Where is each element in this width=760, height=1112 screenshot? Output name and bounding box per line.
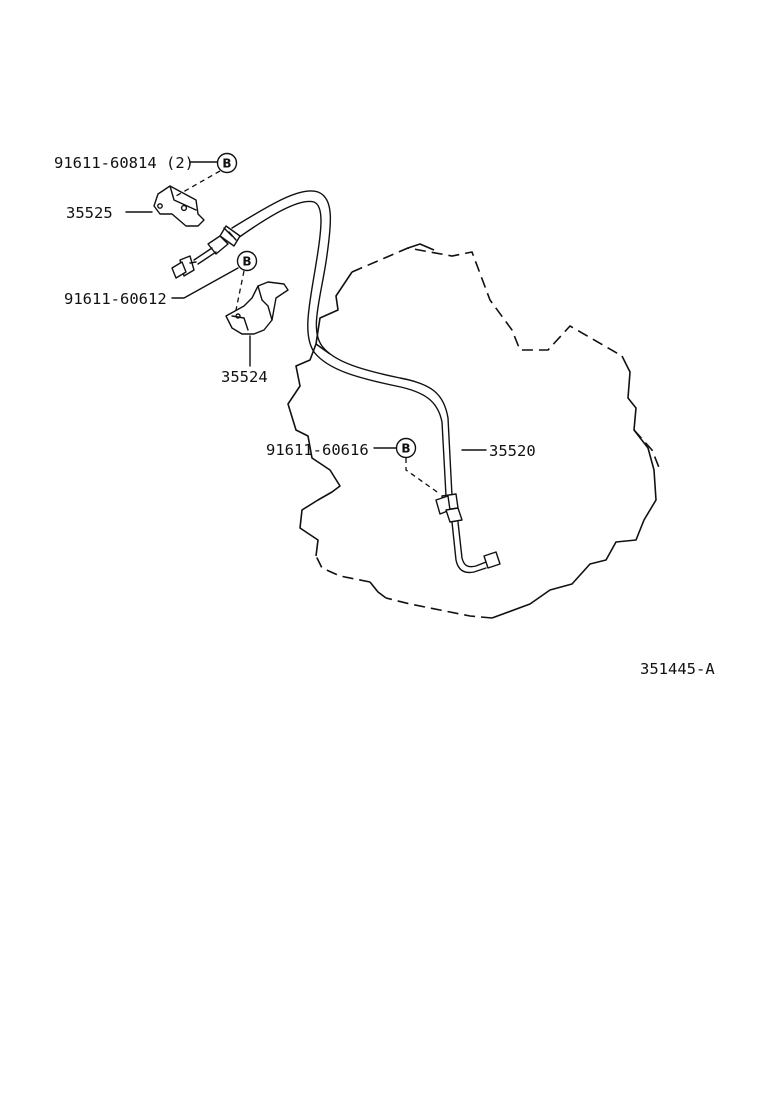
callout-letter-top: B (222, 157, 231, 171)
label-bracket-upper: 35525 (66, 204, 113, 222)
label-bolt-top: 91611-60814 (2) (54, 154, 194, 172)
part-labels: 91611-60814 (2) 35525 91611-60612 35524 … (54, 154, 715, 678)
callout-letter-middle: B (242, 255, 251, 269)
bolt-callout-lower: B (395, 437, 417, 459)
label-bracket-lower: 35524 (221, 368, 268, 386)
leader-lines (125, 161, 487, 495)
cable-end-fitting (171, 225, 241, 279)
figure-id: 351445-A (640, 660, 715, 678)
transmission-body-outline (287, 243, 661, 619)
label-cable: 35520 (489, 442, 536, 460)
label-bolt-middle: 91611-60612 (64, 290, 167, 308)
shift-cable-housing (231, 190, 453, 497)
bolt-callout-top: B (216, 152, 238, 174)
bolt-callout-middle: B (236, 250, 258, 272)
callout-letter-lower: B (401, 442, 410, 456)
bracket-35524 (225, 281, 289, 335)
bracket-35525 (153, 185, 205, 227)
cable-lower-end (435, 493, 501, 574)
label-bolt-lower: 91611-60616 (266, 441, 369, 459)
